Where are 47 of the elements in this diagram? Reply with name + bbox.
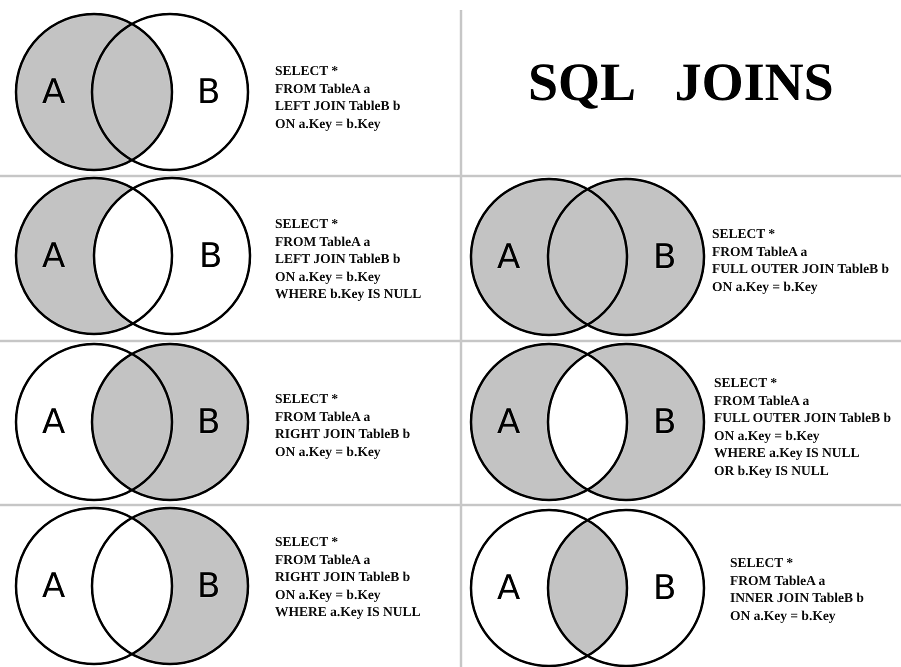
sql-code-line: ON a.Key = b.Key (712, 278, 818, 295)
sql-code-line: ON a.Key = b.Key (275, 268, 381, 285)
set-label: A (42, 404, 66, 440)
set-label: A (497, 404, 520, 440)
sql-code-line: SELECT * (275, 62, 338, 80)
sql-code-line: FULL OUTER JOIN TableB b (712, 260, 890, 278)
sql-code-line: ON a.Key = b.Key (275, 442, 381, 460)
sql-code-line: INNER JOIN TableB b (730, 589, 864, 606)
set-label: B (197, 74, 220, 110)
set-label: A (42, 74, 66, 110)
set-label: B (197, 568, 220, 604)
title: SQL JOINS (528, 52, 834, 112)
set-label: A (497, 239, 520, 275)
sql-code-line: FULL OUTER JOIN TableB b (714, 409, 892, 426)
sql-code-line: ON a.Key = b.Key (730, 606, 836, 624)
sql-code-line: SELECT * (275, 215, 338, 232)
sql-code-line: LEFT JOIN TableB b (275, 97, 400, 114)
sql-code-line: WHERE a.Key IS NULL (714, 444, 860, 462)
sql-code-line: FROM TableA a (275, 80, 370, 97)
sql-code-line: RIGHT JOIN TableB b (275, 425, 410, 442)
sql-code-line: LEFT JOIN TableB b (275, 250, 400, 268)
sql-code-line: RIGHT JOIN TableB b (275, 568, 410, 586)
sql-code-line: FROM TableA a (275, 550, 370, 568)
set-label: A (497, 570, 520, 606)
set-label: B (653, 570, 676, 606)
sql-code-line: SELECT * (275, 390, 338, 408)
sql-code-line: OR b.Key IS NULL (714, 462, 829, 479)
set-label: B (653, 404, 676, 440)
sql-code-line: SELECT * (714, 374, 778, 392)
sql-code-line: FROM TableA a (712, 242, 808, 260)
sql-code-line: ON a.Key = b.Key (714, 426, 820, 444)
sql-code-line: FROM TableA a (730, 572, 826, 589)
set-label: A (42, 568, 66, 604)
sql-code-line: FROM TableA a (714, 392, 810, 409)
sql-code-line: WHERE a.Key IS NULL (275, 603, 421, 620)
sql-code-line: SELECT * (275, 533, 338, 550)
sql-code-line: ON a.Key = b.Key (275, 586, 381, 603)
sql-code-line: FROM TableA a (275, 408, 370, 425)
set-label: B (653, 239, 676, 275)
sql-code-line: ON a.Key = b.Key (275, 114, 381, 132)
set-label: A (42, 238, 66, 274)
set-label: B (197, 404, 220, 440)
sql-code-line: SELECT * (712, 225, 776, 242)
sql-code-line: SELECT * (730, 554, 794, 572)
set-label: B (199, 238, 222, 274)
sql-code-line: WHERE b.Key IS NULL (275, 285, 422, 302)
sql-code-line: FROM TableA a (275, 232, 370, 250)
